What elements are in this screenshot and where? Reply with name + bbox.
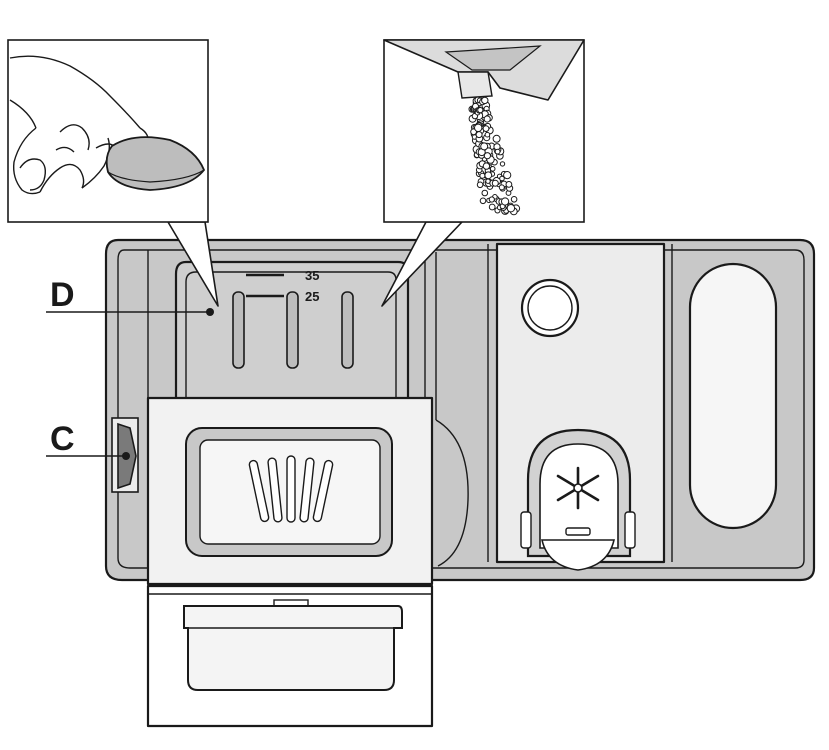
powder-granule: [477, 107, 484, 114]
powder-granule: [491, 179, 499, 187]
powder-granule: [484, 171, 493, 180]
label-c: C: [50, 420, 75, 458]
detergent-tablet-icon: [105, 136, 206, 191]
powder-granule: [505, 181, 513, 188]
powder-granule: [479, 197, 487, 205]
powder-granule: [485, 178, 491, 184]
powder-granule: [482, 162, 491, 170]
callout-powder: [381, 39, 585, 307]
rinse-aid-indicator-icon: [520, 278, 580, 338]
powder-granule: [499, 175, 505, 182]
powder-granule: [481, 96, 489, 105]
powder-granule: [501, 197, 510, 206]
label-d: D: [50, 276, 75, 314]
powder-granule: [510, 196, 518, 203]
powder-granule: [479, 172, 486, 179]
label-c-group: C: [46, 420, 130, 460]
compartment-rib: [286, 291, 299, 369]
lower-front-panel: [146, 584, 434, 728]
powder-granule: [503, 171, 512, 180]
detergent-compartment[interactable]: 35 25: [174, 260, 410, 402]
powder-granule: [480, 142, 489, 151]
powder-granule: [488, 203, 496, 211]
compartment-rib: [232, 291, 245, 369]
powder-granule: [494, 148, 501, 155]
hand-icon: [9, 55, 150, 195]
powder-granule: [492, 134, 501, 143]
rotary-cap-icon[interactable]: [520, 428, 636, 571]
powder-granule: [488, 196, 495, 203]
compartment-rib: [341, 291, 354, 369]
rinse-aid-window: [688, 262, 778, 530]
powder-granule: [498, 184, 505, 191]
dose-mark-lower: 25: [305, 289, 319, 304]
rinse-aid-section: [435, 242, 778, 571]
powder-granule: [483, 115, 491, 123]
powder-granule: [476, 181, 484, 189]
powder-granule: [475, 131, 483, 139]
powder-granule: [499, 161, 506, 167]
label-d-group: D: [46, 276, 214, 316]
powder-pour-icon: [383, 39, 585, 216]
powder-granule: [481, 189, 489, 197]
dose-mark-upper: 35: [305, 268, 319, 283]
powder-granule: [506, 204, 516, 213]
powder-granule: [483, 152, 491, 160]
powder-granule: [474, 123, 483, 133]
callout-tablet: [7, 39, 219, 307]
dispenser-lid[interactable]: [146, 396, 434, 586]
powder-granule: [484, 131, 491, 138]
powder-granule: [482, 125, 490, 133]
